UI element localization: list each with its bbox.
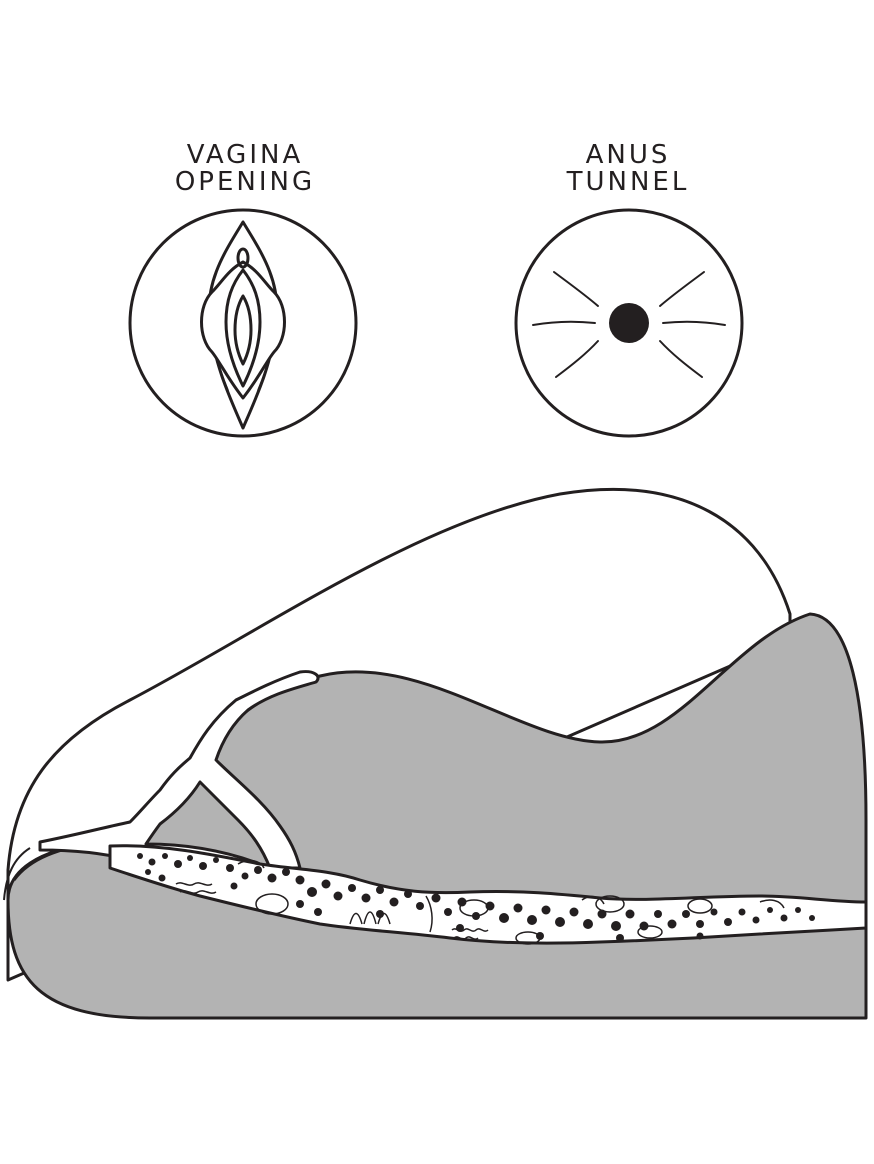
anus-tunnel-label: ANUS TUNNEL: [508, 142, 748, 196]
anus-label-line2: TUNNEL: [566, 167, 690, 197]
vagina-label-line1: VAGINA: [186, 140, 304, 170]
vulva-opening-icon: [128, 208, 358, 438]
cross-section-illustration: [3, 487, 868, 1020]
tunnel-ridges: [175, 859, 785, 945]
vagina-opening-label: VAGINA OPENING: [125, 142, 365, 196]
vagina-label-line2: OPENING: [174, 167, 316, 197]
anus-opening-icon: [514, 208, 744, 438]
anus-label-line1: ANUS: [585, 140, 671, 170]
